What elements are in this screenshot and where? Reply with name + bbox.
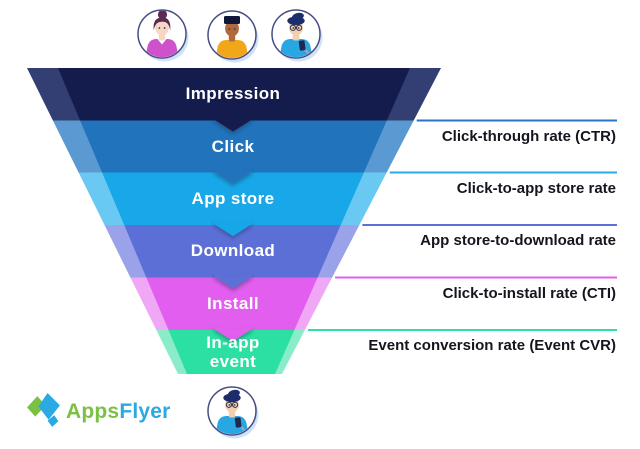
chevron-down-icon xyxy=(214,220,252,236)
top-avatars xyxy=(137,9,323,63)
appsflyer-logo: AppsFlyer xyxy=(26,390,171,432)
funnel-stage-click xyxy=(52,120,414,173)
stage-body xyxy=(80,120,387,173)
funnel-chevrons xyxy=(214,116,252,341)
logo-green-diamond xyxy=(27,395,46,417)
stage-label-impression: Impression xyxy=(185,84,281,103)
stage-label-in-app-event: In-app event xyxy=(206,333,260,371)
chevron-down-icon xyxy=(214,325,252,341)
stage-body xyxy=(146,277,318,330)
chevron-down-icon xyxy=(214,168,252,184)
avatar-man-with-phone xyxy=(271,9,323,62)
rate-label-event-cvr: Event conversion rate (Event CVR) xyxy=(368,337,616,354)
stage-body xyxy=(102,172,364,225)
funnel-stage-download xyxy=(104,225,360,278)
chevron-down-icon xyxy=(214,273,252,289)
funnel-stage-impression xyxy=(27,68,441,121)
appsflyer-logo-mark xyxy=(27,392,60,427)
logo-small-blue-diamond xyxy=(47,414,59,427)
funnel-layers xyxy=(27,68,441,374)
avatar-woman-pink-shirt xyxy=(137,9,189,62)
rate-lines xyxy=(307,119,617,331)
rate-label-app-store: Click-to-app store rate xyxy=(456,179,616,197)
funnel-stage-install xyxy=(130,277,333,330)
rate-label-ctr: Click-through rate (CTR) xyxy=(441,127,616,145)
logo-apps-text: Apps xyxy=(66,399,120,423)
avatar-man-with-phone xyxy=(207,386,259,439)
rate-label-cti: Click-to-install rate (CTI) xyxy=(442,284,616,302)
rate-label-download: App store-to-download rate xyxy=(420,232,616,249)
stage-label-install: Install xyxy=(207,293,259,313)
stage-label-click: Click xyxy=(211,136,255,156)
stage-label-download: Download xyxy=(190,241,276,260)
logo-flyer-text: Flyer xyxy=(119,399,171,423)
funnel-stage-app-store xyxy=(78,172,387,225)
chevron-down-icon xyxy=(214,116,252,132)
appsflyer-logo-text: AppsFlyer xyxy=(66,401,171,422)
bottom-avatar xyxy=(207,386,259,439)
avatar-man-yellow-shirt xyxy=(207,10,259,63)
stage-body xyxy=(168,330,295,374)
stage-body xyxy=(124,225,341,278)
logo-blue-diamond xyxy=(38,392,60,420)
stage-body xyxy=(58,68,410,121)
stage-label-app-store: App store xyxy=(191,188,275,208)
funnel-stage-in-app-event xyxy=(156,330,305,374)
